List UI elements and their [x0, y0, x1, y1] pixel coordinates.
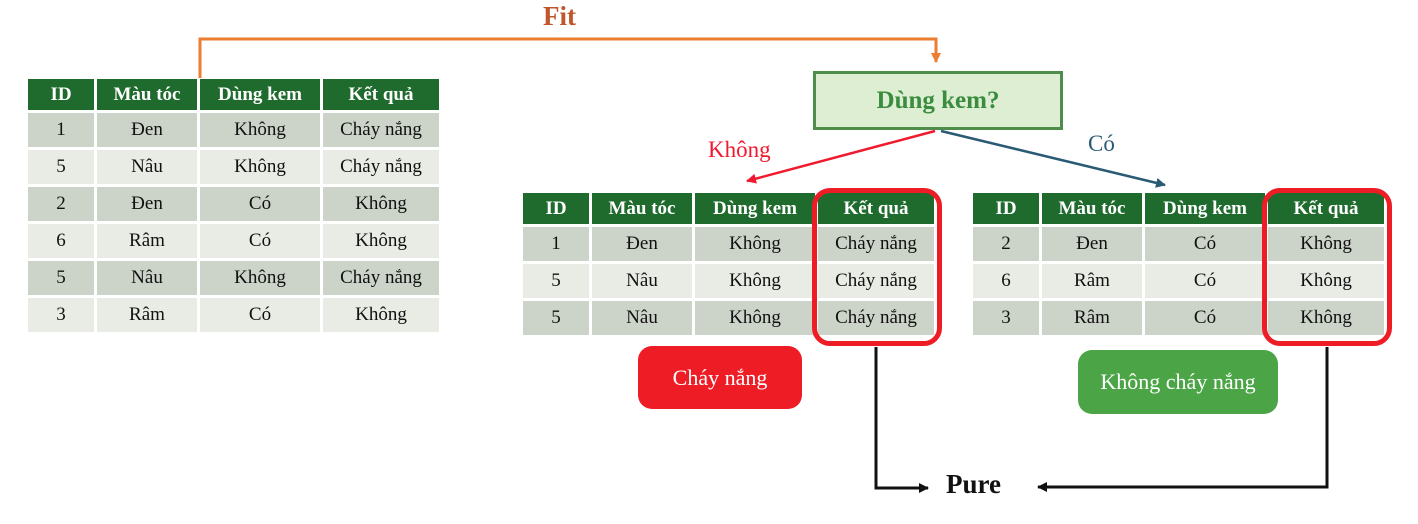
branch-no-label: Không — [708, 137, 771, 162]
table-cell: Có — [200, 298, 320, 332]
table-cell: 1 — [28, 113, 94, 147]
table-cell: Cháy nắng — [323, 150, 439, 184]
table-cell: Không — [695, 264, 815, 298]
table-cell: Không — [1268, 264, 1384, 298]
table-cell: Không — [200, 150, 320, 184]
decision-node-label: Dùng kem? — [876, 86, 1000, 114]
table-cell: Đen — [592, 227, 692, 261]
column-header: ID — [523, 193, 589, 224]
table-cell: Không — [200, 113, 320, 147]
result-column-highlight-left — [812, 188, 942, 346]
branch-yes-arrow — [940, 129, 1166, 188]
table-cell: Không — [323, 298, 439, 332]
table-cell: Đen — [97, 113, 197, 147]
pure-connector-left — [874, 347, 929, 493]
table-cell: Cháy nắng — [818, 301, 934, 335]
branch-yes-label: Có — [1088, 131, 1115, 156]
table-cell: Cháy nắng — [818, 264, 934, 298]
column-header: Kết quả — [1268, 193, 1384, 224]
table-cell: Không — [1268, 301, 1384, 335]
sunburn-badge: Cháy nắng — [638, 346, 802, 409]
table-cell: Không — [695, 301, 815, 335]
table-cell: Không — [323, 224, 439, 258]
table-cell: Không — [200, 261, 320, 295]
table-cell: Đen — [1042, 227, 1142, 261]
table-cell: Nâu — [97, 150, 197, 184]
table-cell: 2 — [973, 227, 1039, 261]
table-cell: Râm — [1042, 301, 1142, 335]
column-header: Dùng kem — [1145, 193, 1265, 224]
table-cell: Có — [200, 224, 320, 258]
table-cell: Cháy nắng — [323, 261, 439, 295]
fit-label: Fit — [543, 1, 576, 31]
table-cell: 3 — [973, 301, 1039, 335]
column-header: Dùng kem — [200, 79, 320, 110]
table-cell: Râm — [97, 298, 197, 332]
table-cell: Có — [1145, 264, 1265, 298]
column-header: Kết quả — [818, 193, 934, 224]
table-cell: 2 — [28, 187, 94, 221]
table-cell: 5 — [523, 301, 589, 335]
column-header: Kết quả — [323, 79, 439, 110]
table-cell: Không — [323, 187, 439, 221]
table-cell: 5 — [28, 261, 94, 295]
table-cell: Nâu — [97, 261, 197, 295]
table-cell: 1 — [523, 227, 589, 261]
table-cell: Không — [1268, 227, 1384, 261]
table-cell: 5 — [523, 264, 589, 298]
no-sunburn-badge-label: Không cháy nắng — [1100, 369, 1256, 394]
sunburn-badge-label: Cháy nắng — [672, 364, 768, 390]
table-cell: Cháy nắng — [818, 227, 934, 261]
table-cell: Có — [200, 187, 320, 221]
table-cell: 6 — [28, 224, 94, 258]
decision-node-dung-kem: Dùng kem? — [813, 71, 1063, 130]
column-header: ID — [973, 193, 1039, 224]
table-cell: 6 — [973, 264, 1039, 298]
table-cell: Râm — [1042, 264, 1142, 298]
table-cell: Không — [695, 227, 815, 261]
table-cell: Đen — [97, 187, 197, 221]
table-cell: 3 — [28, 298, 94, 332]
table-cell: 5 — [28, 150, 94, 184]
table-cell: Có — [1145, 301, 1265, 335]
column-header: Màu tóc — [97, 79, 197, 110]
table-cell: Có — [1145, 227, 1265, 261]
no-sunburn-badge: Không cháy nắng — [1078, 350, 1278, 414]
table-cell: Nâu — [592, 264, 692, 298]
column-header: Dùng kem — [695, 193, 815, 224]
column-header: Màu tóc — [1042, 193, 1142, 224]
table-cell: Râm — [97, 224, 197, 258]
table-cell: Nâu — [592, 301, 692, 335]
result-column-highlight-right — [1262, 188, 1392, 346]
column-header: ID — [28, 79, 94, 110]
pure-label: Pure — [946, 469, 1001, 499]
column-header: Màu tóc — [592, 193, 692, 224]
table-cell: Cháy nắng — [323, 113, 439, 147]
branch-no-arrow — [746, 129, 936, 184]
